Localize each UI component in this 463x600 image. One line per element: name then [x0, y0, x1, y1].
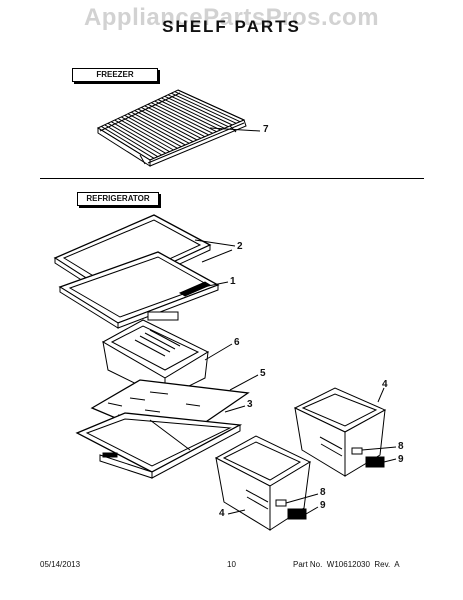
callout-5: 5 [260, 368, 266, 379]
page-title: SHELF PARTS [162, 17, 301, 36]
leader-2b [201, 249, 233, 263]
leader-6 [204, 343, 233, 361]
callout-9-lower: 9 [320, 500, 326, 511]
leader-1 [197, 281, 229, 289]
callout-1: 1 [230, 276, 236, 287]
leader-5 [229, 374, 259, 391]
leader-8b [285, 493, 319, 504]
watermark: AppliancePartsPros.com [83, 4, 380, 31]
freezer-label: FREEZER [72, 68, 158, 82]
callout-7: 7 [263, 124, 269, 135]
leader-2a [194, 239, 236, 247]
refrigerator-label: REFRIGERATOR [77, 192, 159, 206]
crisper-pan-4-lower [214, 435, 312, 531]
leader-4a [377, 387, 385, 403]
leader-7 [209, 127, 261, 132]
leader-4b [227, 509, 246, 515]
footer-page-number: 10 [227, 560, 236, 569]
crisper-pan-6 [101, 311, 210, 399]
callout-3: 3 [247, 399, 253, 410]
leader-3 [224, 405, 246, 413]
leader-9b [305, 506, 319, 515]
section-divider [40, 178, 424, 179]
slide-part-8b [275, 499, 287, 507]
crisper-pan-4-right [293, 387, 387, 477]
shelf-frame-1 [58, 251, 220, 329]
callout-4-lower: 4 [219, 508, 225, 519]
leader-8a [361, 446, 397, 451]
footer-part-number: Part No. W10612030 Rev. A [293, 560, 400, 569]
callout-8-right: 8 [398, 441, 404, 452]
crisper-frame-3 [75, 412, 243, 479]
slide-part-8a [351, 447, 363, 455]
leader-9a [383, 458, 397, 463]
callout-6: 6 [234, 337, 240, 348]
freezer-wire-shelf [96, 89, 247, 167]
slide-part-9a [365, 456, 385, 468]
callout-2: 2 [237, 241, 243, 252]
footer-date: 05/14/2013 [40, 560, 81, 569]
callout-8-lower: 8 [320, 487, 326, 498]
callout-9-right: 9 [398, 454, 404, 465]
callout-4-right: 4 [382, 379, 388, 390]
slide-part-9b [287, 508, 307, 520]
